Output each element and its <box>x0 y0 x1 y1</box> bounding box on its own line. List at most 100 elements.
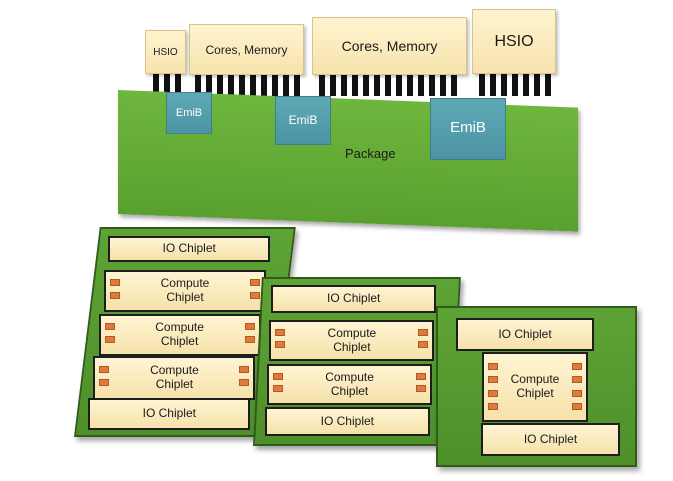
emib-bridge-2: EmiB <box>275 96 331 145</box>
emib-bridge-1: EmiB <box>166 92 212 134</box>
chiplet-label: Compute Chiplet <box>510 372 560 400</box>
chiplet-pad <box>418 329 429 337</box>
solder-bump <box>206 74 212 96</box>
chiplet-pad <box>416 373 427 381</box>
chiplet-pad <box>104 323 115 331</box>
solder-bump <box>490 74 496 96</box>
solder-bump <box>153 74 159 96</box>
chiplet-pad <box>572 402 582 410</box>
die-cores-memory-1: Cores, Memory <box>189 24 304 75</box>
solder-bump <box>523 74 529 96</box>
chiplet-label: IO Chiplet <box>320 413 374 428</box>
solder-bump <box>261 74 267 96</box>
solder-bump <box>228 74 234 96</box>
emib-label: EmiB <box>450 119 486 136</box>
chiplet-label: Compute Chiplet <box>327 325 377 354</box>
solder-bump <box>175 74 181 96</box>
compute-chiplet: Compute Chiplet <box>267 364 433 405</box>
solder-bump <box>352 74 358 96</box>
chiplet-pad <box>99 366 110 373</box>
solder-bump <box>534 74 540 96</box>
die-hsio-right: HSIO <box>472 9 556 74</box>
emib-bridge-3: EmiB <box>430 98 506 160</box>
solder-bump <box>407 74 413 96</box>
solder-bump <box>341 74 347 96</box>
die-label: Cores, Memory <box>205 42 288 57</box>
solder-bump <box>195 74 201 96</box>
io-chiplet: IO Chiplet <box>481 423 620 456</box>
chiplet-pad <box>250 291 260 299</box>
chiplet-label: IO Chiplet <box>142 406 196 421</box>
solder-bump <box>363 74 369 96</box>
chiplet-pad <box>244 323 255 331</box>
chiplet-pad <box>104 335 115 343</box>
solder-bump <box>217 74 223 96</box>
chiplet-pad <box>488 389 498 397</box>
die-label: HSIO <box>153 46 178 58</box>
chiplet-label: Compute Chiplet <box>150 363 199 391</box>
chiplet-pad <box>275 340 286 348</box>
die-hsio-left: HSIO <box>145 30 186 74</box>
die-label: Cores, Memory <box>341 38 438 54</box>
solder-bump <box>418 74 424 96</box>
package-label: Package <box>345 146 396 161</box>
compute-chiplet: Compute Chiplet <box>482 352 588 422</box>
io-chiplet: IO Chiplet <box>264 407 430 436</box>
chiplet-pad <box>273 384 284 392</box>
solder-bump <box>501 74 507 96</box>
solder-bump <box>385 74 391 96</box>
chiplet-pad <box>239 366 250 373</box>
chiplet-pad <box>488 402 498 410</box>
chiplet-pad <box>416 384 427 392</box>
solder-bump <box>239 74 245 96</box>
solder-bump <box>429 74 435 96</box>
solder-bump <box>164 74 170 96</box>
solder-bump <box>440 74 446 96</box>
chiplet-label: Compute Chiplet <box>155 320 204 348</box>
chiplet-pad <box>110 291 120 299</box>
solder-bump <box>283 74 289 96</box>
chiplet-pad <box>239 378 250 386</box>
compute-chiplet: Compute Chiplet <box>104 270 266 312</box>
compute-chiplet: Compute Chiplet <box>269 320 435 361</box>
solder-bump <box>374 74 380 96</box>
chiplet-pad <box>244 335 255 343</box>
solder-bump <box>512 74 518 96</box>
io-chiplet: IO Chiplet <box>108 236 271 262</box>
die-cores-memory-2: Cores, Memory <box>312 17 467 75</box>
solder-bump <box>545 74 551 96</box>
chiplet-label: IO Chiplet <box>162 241 216 256</box>
compute-chiplet: Compute Chiplet <box>98 314 261 356</box>
chiplet-pad <box>99 378 110 386</box>
chiplet-label: Compute Chiplet <box>325 369 374 398</box>
chiplet-pad <box>110 279 120 287</box>
solder-bump <box>319 74 325 96</box>
chiplet-pad <box>250 279 260 287</box>
solder-bump <box>272 74 278 96</box>
solder-bump <box>479 74 485 96</box>
io-chiplet: IO Chiplet <box>88 398 251 430</box>
solder-bump <box>294 74 300 96</box>
chiplet-label: Compute Chiplet <box>160 276 210 304</box>
chiplet-pad <box>418 340 429 348</box>
solder-bump <box>451 74 457 96</box>
chiplet-pad <box>572 376 582 384</box>
compute-chiplet: Compute Chiplet <box>93 356 256 400</box>
chiplet-pad <box>572 363 582 371</box>
io-chiplet: IO Chiplet <box>456 318 594 351</box>
chiplet-label: IO Chiplet <box>327 291 381 306</box>
chiplet-label: IO Chiplet <box>498 326 552 341</box>
chiplet-pad <box>488 363 498 371</box>
solder-bump <box>330 74 336 96</box>
emib-label: EmiB <box>288 113 318 127</box>
io-chiplet: IO Chiplet <box>271 285 437 313</box>
die-label: HSIO <box>494 32 534 50</box>
solder-bump <box>396 74 402 96</box>
chiplet-pad <box>273 373 284 381</box>
chiplet-label: IO Chiplet <box>523 431 578 446</box>
chiplet-pad <box>488 376 498 384</box>
chiplet-pad <box>572 389 582 397</box>
emib-label: EmiB <box>175 107 203 119</box>
solder-bump <box>250 74 256 96</box>
chiplet-pad <box>275 329 286 337</box>
